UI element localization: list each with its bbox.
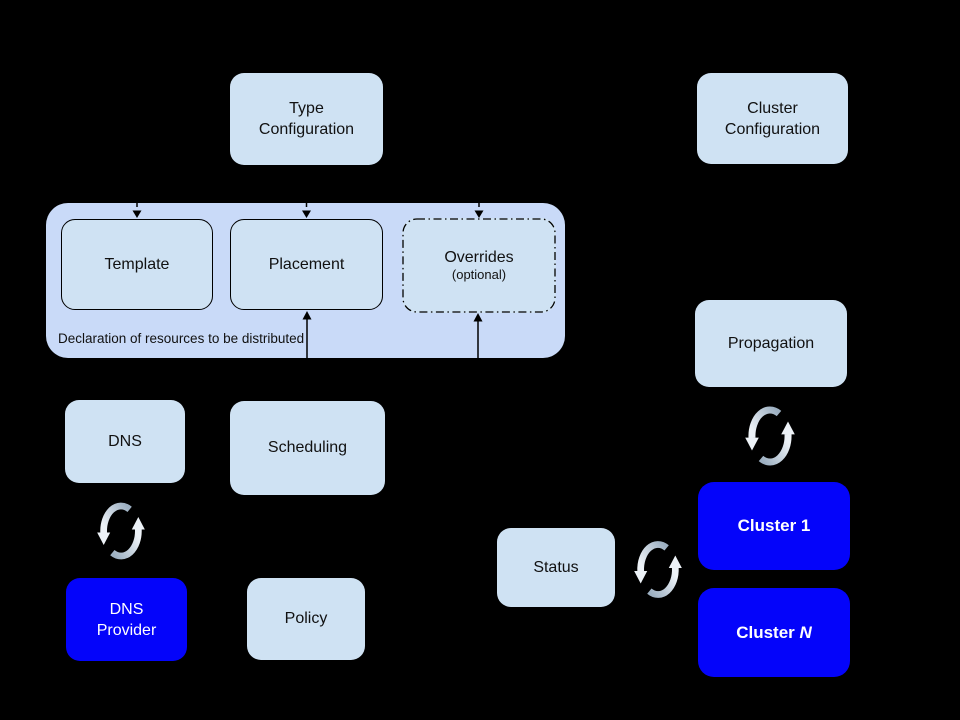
node-placement: Placement (230, 219, 383, 310)
node-cluster-configuration: Cluster Configuration (697, 73, 848, 164)
node-label: Overrides (444, 249, 514, 266)
node-sublabel: (optional) (451, 267, 507, 282)
dash-dot-border (402, 218, 556, 313)
node-label: Propagation (727, 334, 815, 352)
node-label: Policy (284, 610, 328, 627)
sync-icon (633, 532, 683, 607)
node-propagation: Propagation (695, 300, 847, 387)
node-label: Provider (96, 621, 157, 639)
container-caption: Declaration of resources to be distribut… (58, 331, 305, 346)
node-label: DNS (109, 600, 144, 618)
node-label: Placement (268, 255, 345, 273)
node-dns: DNS (65, 400, 185, 483)
node-label: Status (533, 558, 579, 576)
node-label: DNS (108, 432, 142, 450)
node-label: Configuration (724, 120, 821, 138)
node-overrides: Overrides (optional) (402, 218, 556, 313)
node-template: Template (61, 219, 213, 310)
node-dns-provider: DNS Provider (66, 578, 187, 661)
sync-icon (96, 494, 146, 568)
node-label: Cluster 1 (737, 516, 811, 535)
node-scheduling: Scheduling (230, 401, 385, 495)
node-label: Cluster (747, 99, 798, 117)
node-status: Status (497, 528, 615, 607)
sync-icon (743, 399, 797, 473)
node-label: Configuration (258, 121, 355, 138)
node-label-prefix: Cluster (736, 622, 800, 642)
node-policy: Policy (247, 578, 365, 660)
node-type-configuration: Type Configuration (230, 73, 383, 165)
node-label: Cluster N (736, 623, 812, 643)
node-cluster-1: Cluster 1 (698, 482, 850, 570)
node-label-italic-n: N (799, 622, 812, 642)
node-label: Scheduling (267, 439, 348, 456)
node-label: Template (104, 255, 170, 273)
node-cluster-n: Cluster N (698, 588, 850, 677)
node-label: Type (289, 100, 324, 117)
